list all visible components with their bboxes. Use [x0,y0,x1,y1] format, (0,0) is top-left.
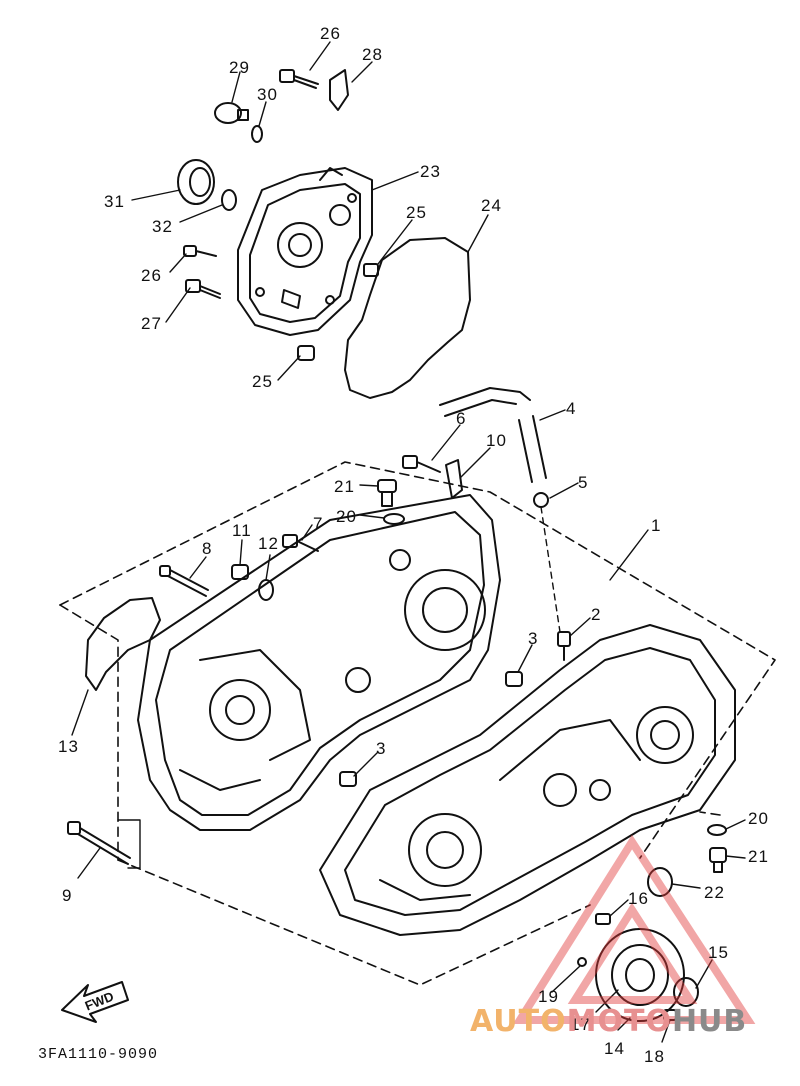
callout-18: 18 [644,1047,665,1066]
bolt-6 [402,455,441,473]
callout-23: 23 [420,162,441,181]
callout-19: 19 [538,987,559,1006]
o-ring-32 [221,189,237,211]
gasket-24 [344,237,471,399]
gasket-13 [85,597,161,691]
pin-19 [577,957,587,967]
callout-29: 29 [229,58,250,77]
watermark-moto: MOTO [566,1004,672,1039]
clip-28 [329,69,349,111]
plug-21-lower [709,847,727,873]
plug-31 [177,159,215,205]
assembly-boundary [59,461,776,986]
hose-4 [439,387,531,417]
callout-14: 14 [604,1039,625,1058]
right-crankcase-half [319,624,736,936]
screw-27 [185,279,221,299]
callout-20-lower: 20 [748,809,769,828]
clamp-5 [533,492,549,508]
callout-1: 1 [651,516,662,535]
clip-10 [445,459,463,499]
bolt-9 [67,821,131,865]
seal-22 [647,867,673,897]
callout-24: 24 [481,196,502,215]
callout-12: 12 [258,534,279,553]
o-ring-30 [251,125,263,143]
callout-11: 11 [232,521,252,540]
fwd-arrow [61,981,129,1023]
callout-5: 5 [578,473,589,492]
left-crankcase-half [137,494,501,831]
screw-26-top [279,69,319,89]
watermark-logo: AUTOMOTOHUB [470,1004,747,1039]
callout-21-upper: 21 [334,477,355,496]
callout-15: 15 [708,943,729,962]
callout-8: 8 [202,539,213,558]
callout-32: 32 [152,217,173,236]
callout-16: 16 [628,889,649,908]
callout-25-top: 25 [406,203,427,222]
pin-16 [595,913,611,925]
watermark-auto: AUTO [470,1004,567,1039]
callout-9: 9 [62,886,73,905]
dowel-25-top [363,263,379,277]
screw-26-left [183,245,217,257]
callout-28: 28 [362,45,383,64]
callout-26-left: 26 [141,266,162,285]
leader-pipe-pin [540,506,561,633]
bolt-8 [159,565,209,597]
dowel-3-right [505,671,523,687]
washer-20-lower [707,824,727,836]
callout-20-upper: 20 [336,507,357,526]
seal-15 [673,977,699,1007]
crankcase-cover-23 [237,167,373,336]
watermark-triangle [512,834,756,1024]
callout-30: 30 [257,85,278,104]
callout-27: 27 [141,314,162,333]
leader-bolt-9 [117,819,141,869]
dowel-3-left [339,771,357,787]
callout-25-bottom: 25 [252,372,273,391]
bearing-housing-17 [595,928,685,1022]
callout-3-right: 3 [528,629,539,648]
callout-2: 2 [591,605,602,624]
callout-31: 31 [104,192,125,211]
callout-7: 7 [313,514,324,533]
washer-20-upper [383,513,405,525]
callout-17: 17 [570,1015,591,1034]
callout-10: 10 [486,431,507,450]
callout-13: 13 [58,737,79,756]
callout-26-top: 26 [320,24,341,43]
plug-21-upper [377,479,397,507]
drawing-code: 3FA1110-9090 [38,1046,159,1063]
leader-lines [71,41,746,1043]
pipe-4 [518,415,547,483]
callout-22: 22 [704,883,725,902]
watermark-hub: HUB [671,1004,748,1039]
dowel-25-bottom [297,345,315,361]
callout-4: 4 [566,399,577,418]
pin-2 [557,631,571,661]
callout-3-left: 3 [376,739,387,758]
callout-6: 6 [456,409,467,428]
callout-21-lower: 21 [748,847,769,866]
plug-29 [214,102,249,124]
